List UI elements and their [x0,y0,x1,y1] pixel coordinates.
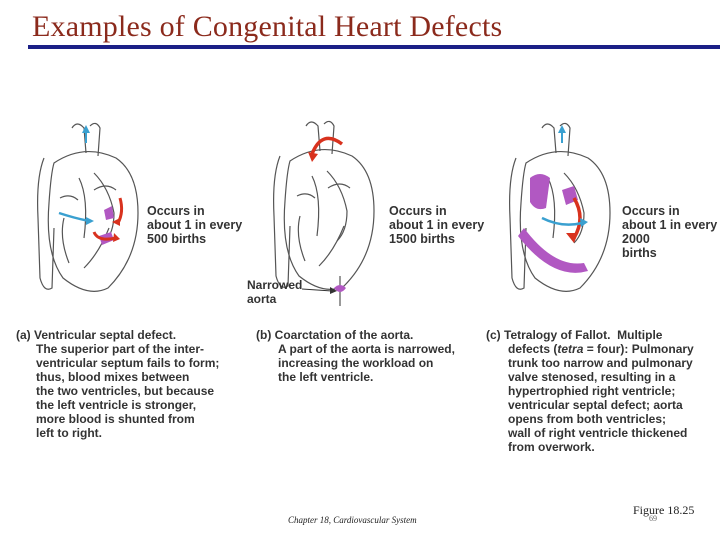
occurs-rate-b: Occurs in about 1 in every 1500 births [389,204,485,246]
caption-c-body: defects (tetra = four): Pulmonary trunk … [508,342,694,454]
caption-c-heading-tail: Multiple [617,328,663,342]
heart-diagram-tetralogy [502,118,622,303]
caption-b-heading: Coarctation of the aorta. [274,328,414,342]
occurs-rate-c: Occurs in about 1 in every 2000 births [622,204,718,260]
caption-b: (b) Coarctation of the aorta. A part of … [256,328,476,384]
caption-a-tag: (a) [16,328,31,342]
narrowed-aorta-pointer [301,287,337,294]
narrowed-aorta-label: Narrowed aorta [247,278,303,306]
caption-a: (a) Ventricular septal defect. The super… [16,328,246,440]
caption-c: (c) Tetralogy of Fallot. Multiple defect… [486,328,718,454]
caption-a-body: The superior part of the inter- ventricu… [36,342,220,440]
heart-diagram-vsd [24,118,144,303]
title-underline [28,45,720,49]
slide-title: Examples of Congenital Heart Defects [32,10,503,43]
page-number: 69 [649,514,657,523]
caption-c-heading: Tetralogy of Fallot. [504,328,611,342]
caption-b-body: A part of the aorta is narrowed, increas… [278,342,455,384]
caption-b-tag: (b) [256,328,272,342]
caption-c-tag: (c) [486,328,501,342]
figure-number: Figure 18.25 [633,503,695,517]
caption-a-heading: Ventricular septal defect. [34,328,177,342]
occurs-rate-a: Occurs in about 1 in every 500 births [147,204,243,246]
chapter-footer: Chapter 18, Cardiovascular System [288,515,417,525]
heart-diagram-coarctation [262,116,382,311]
